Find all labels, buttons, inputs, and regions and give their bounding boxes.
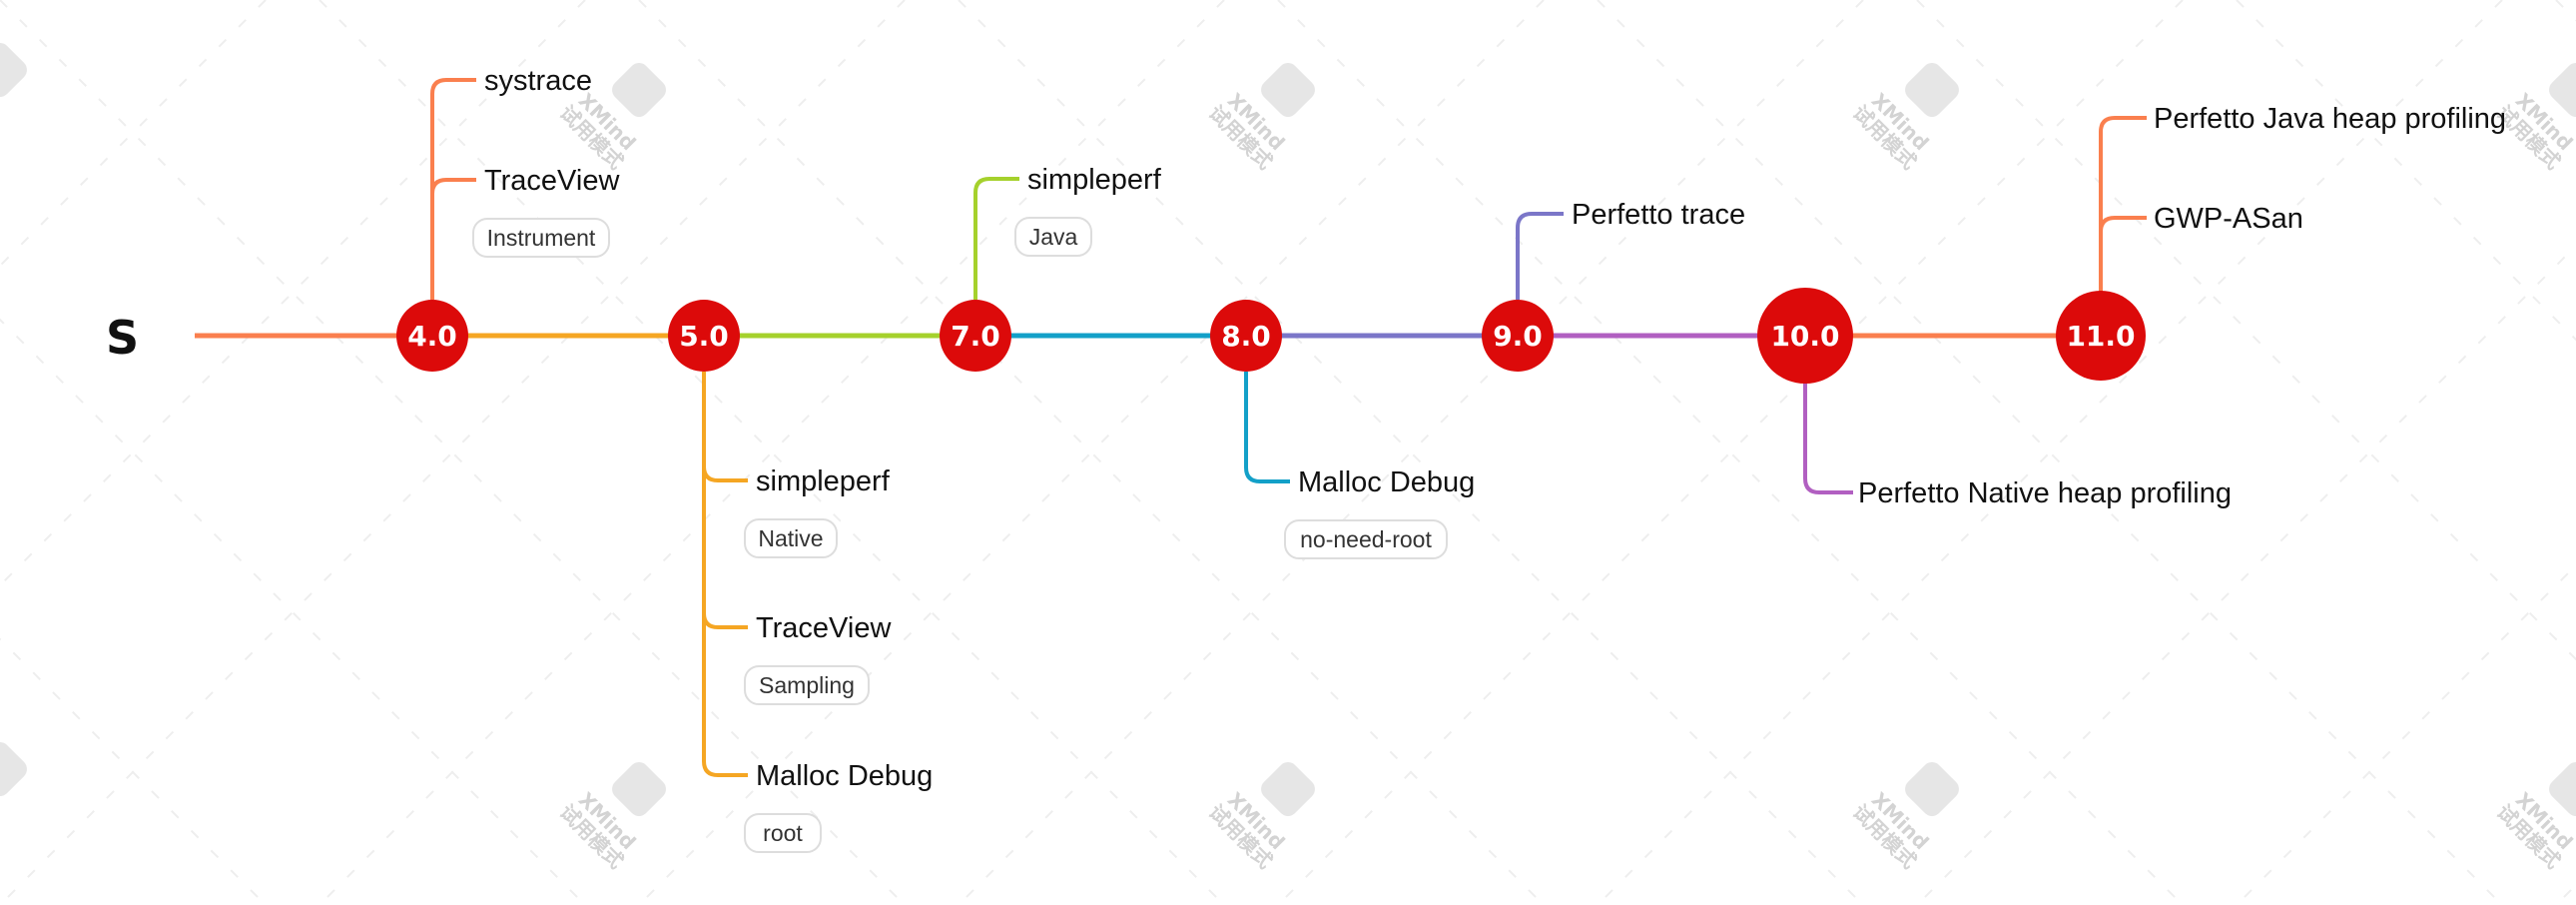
topic-simpleperf-java[interactable]: simpleperf: [1027, 164, 1162, 196]
version-node-4.0[interactable]: 4.0: [396, 300, 468, 372]
version-node-label: 11.0: [2066, 320, 2135, 353]
topic-labels: systrace TraceView Instrument simpleperf…: [472, 65, 2506, 853]
version-node-5.0[interactable]: 5.0: [668, 300, 740, 372]
connector-10.0: [1803, 380, 1853, 494]
version-nodes: 4.0 5.0 7.0 8.0 9.0 10.0 11.0: [396, 288, 2146, 384]
watermark-line: [0, 0, 906, 905]
connector-5.0: [702, 372, 748, 777]
watermark-line: [958, 0, 1864, 905]
watermark-line: [2236, 563, 2576, 905]
topic-systrace[interactable]: systrace: [484, 65, 592, 97]
version-node-label: 5.0: [679, 320, 729, 353]
topic-perfetto-trace[interactable]: Perfetto trace: [1572, 199, 1745, 231]
topic-simpleperf-native[interactable]: simpleperf: [756, 465, 891, 497]
version-node-7.0[interactable]: 7.0: [940, 300, 1011, 372]
tag-label: no-need-root: [1300, 526, 1432, 552]
tag-label: Native: [758, 525, 823, 551]
version-node-label: 9.0: [1493, 320, 1543, 353]
topic-traceview-sampling[interactable]: TraceView: [756, 612, 892, 644]
watermark-line: [1597, 0, 2503, 905]
connector-7.0: [973, 177, 1019, 300]
version-node-label: 10.0: [1770, 320, 1839, 353]
version-node-10.0[interactable]: 10.0: [1757, 288, 1853, 384]
watermark-line: [0, 0, 267, 268]
watermark-line: [1277, 0, 2184, 905]
version-node-label: 8.0: [1221, 320, 1271, 353]
tag-java[interactable]: Java: [1014, 217, 1092, 257]
version-node-8.0[interactable]: 8.0: [1210, 300, 1282, 372]
watermark-line: [0, 318, 586, 905]
topic-malloc-debug-root[interactable]: Malloc Debug: [756, 760, 933, 792]
topic-gwp-asan[interactable]: GWP-ASan: [2154, 203, 2303, 235]
watermark-line: [958, 0, 1864, 905]
topic-perfetto-native-heap[interactable]: Perfetto Native heap profiling: [1858, 477, 2232, 509]
connector-8.0: [1244, 372, 1290, 483]
watermark-line: [319, 0, 1225, 905]
connector-4.0: [430, 78, 476, 300]
watermark-line: [638, 0, 1545, 905]
tag-label: Java: [1029, 224, 1078, 250]
version-node-label: 4.0: [407, 320, 457, 353]
tag-native[interactable]: Native: [744, 518, 838, 558]
topic-traceview[interactable]: TraceView: [484, 165, 620, 197]
version-node-label: 7.0: [951, 320, 1000, 353]
watermark-line: [1597, 0, 2503, 905]
watermark-line: [0, 0, 586, 587]
topic-malloc-debug-no-root[interactable]: Malloc Debug: [1298, 466, 1475, 498]
watermark-line: [1916, 0, 2576, 661]
connector-9.0: [1516, 212, 1564, 300]
watermark-line: [0, 0, 906, 905]
tag-label: root: [763, 820, 803, 846]
watermark-line: [319, 0, 1225, 905]
version-node-9.0[interactable]: 9.0: [1482, 300, 1554, 372]
tag-instrument[interactable]: Instrument: [472, 218, 610, 258]
watermark-line: [638, 0, 1545, 905]
topic-perfetto-java-heap[interactable]: Perfetto Java heap profiling: [2154, 103, 2506, 135]
version-node-11.0[interactable]: 11.0: [2056, 291, 2146, 381]
branch-connectors: [430, 78, 2147, 777]
tag-label: Instrument: [487, 225, 596, 251]
tag-label: Sampling: [759, 672, 855, 698]
tag-sampling[interactable]: Sampling: [744, 665, 870, 705]
connector-11.0: [2099, 116, 2147, 292]
tag-no-need-root[interactable]: no-need-root: [1284, 519, 1448, 559]
tag-root[interactable]: root: [744, 813, 822, 853]
watermark-line: [1916, 244, 2576, 905]
root-label[interactable]: S: [106, 311, 139, 365]
watermark-line: [1277, 0, 2184, 905]
watermark-line: [0, 637, 267, 905]
